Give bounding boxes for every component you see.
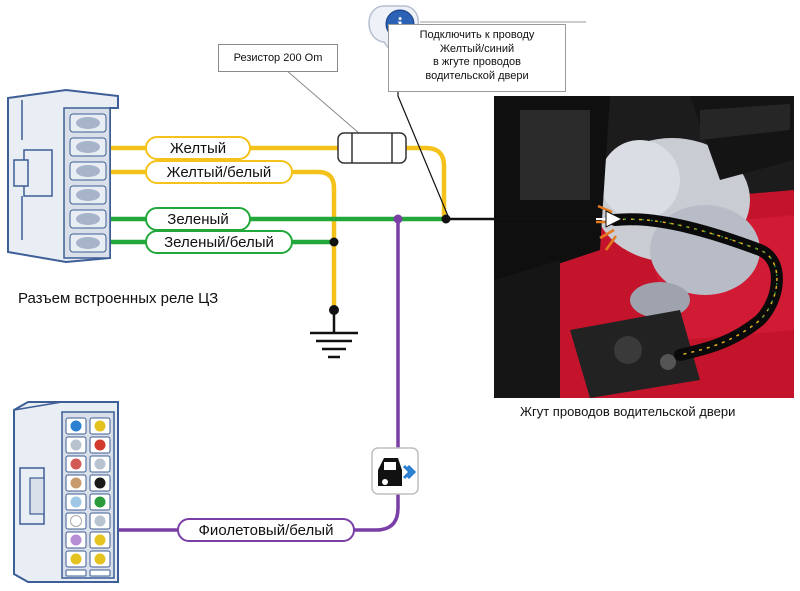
photo-caption: Жгут проводов водительской двери bbox=[520, 404, 736, 419]
relay-connector-pins bbox=[69, 113, 107, 253]
label-pill-green-white: Зеленый/белый bbox=[145, 230, 293, 254]
resistor-icon bbox=[285, 69, 407, 164]
relay-connector-caption: Разъем встроенных реле ЦЗ bbox=[18, 290, 219, 307]
label-pill-yellow: Желтый bbox=[145, 136, 251, 160]
label-yellow-white: Желтый/белый bbox=[167, 164, 272, 181]
label-pill-yellow-white: Желтый/белый bbox=[145, 160, 293, 184]
resistor-label: Резистор 200 Om bbox=[218, 44, 338, 72]
label-yellow: Желтый bbox=[170, 140, 226, 157]
ground-icon bbox=[310, 331, 358, 359]
car-door-module-icon bbox=[371, 447, 419, 495]
wire-yellow-white bbox=[110, 169, 337, 310]
module-connector-pins bbox=[65, 417, 111, 577]
label-pill-green: Зеленый bbox=[145, 207, 251, 231]
module-connector bbox=[13, 401, 119, 583]
splice-dot-ground bbox=[329, 305, 339, 315]
splice-dot-green-white bbox=[329, 237, 339, 247]
wire-violet-white bbox=[110, 219, 400, 532]
door-harness-photo bbox=[494, 96, 794, 398]
label-green: Зеленый bbox=[167, 211, 228, 228]
label-green-white: Зеленый/белый bbox=[164, 234, 274, 251]
label-pill-violet-white: Фиолетовый/белый bbox=[177, 518, 355, 542]
splice-dot-violet bbox=[393, 214, 403, 224]
label-violet-white: Фиолетовый/белый bbox=[199, 522, 334, 539]
info-note-line2: Желтый/синий bbox=[439, 42, 515, 55]
arrow-head-icon bbox=[605, 210, 624, 228]
info-note-line3: в жгуте проводов bbox=[432, 56, 522, 68]
info-note-line1: Подключить к проводу bbox=[419, 29, 535, 41]
splice-dot-harness bbox=[441, 214, 451, 224]
wire-yellow-after-resistor bbox=[406, 145, 447, 220]
info-note: Подключить к проводу Желтый/синий в жгут… bbox=[388, 24, 566, 92]
info-note-line4: водительской двери bbox=[425, 69, 529, 82]
relay-connector bbox=[7, 88, 119, 264]
